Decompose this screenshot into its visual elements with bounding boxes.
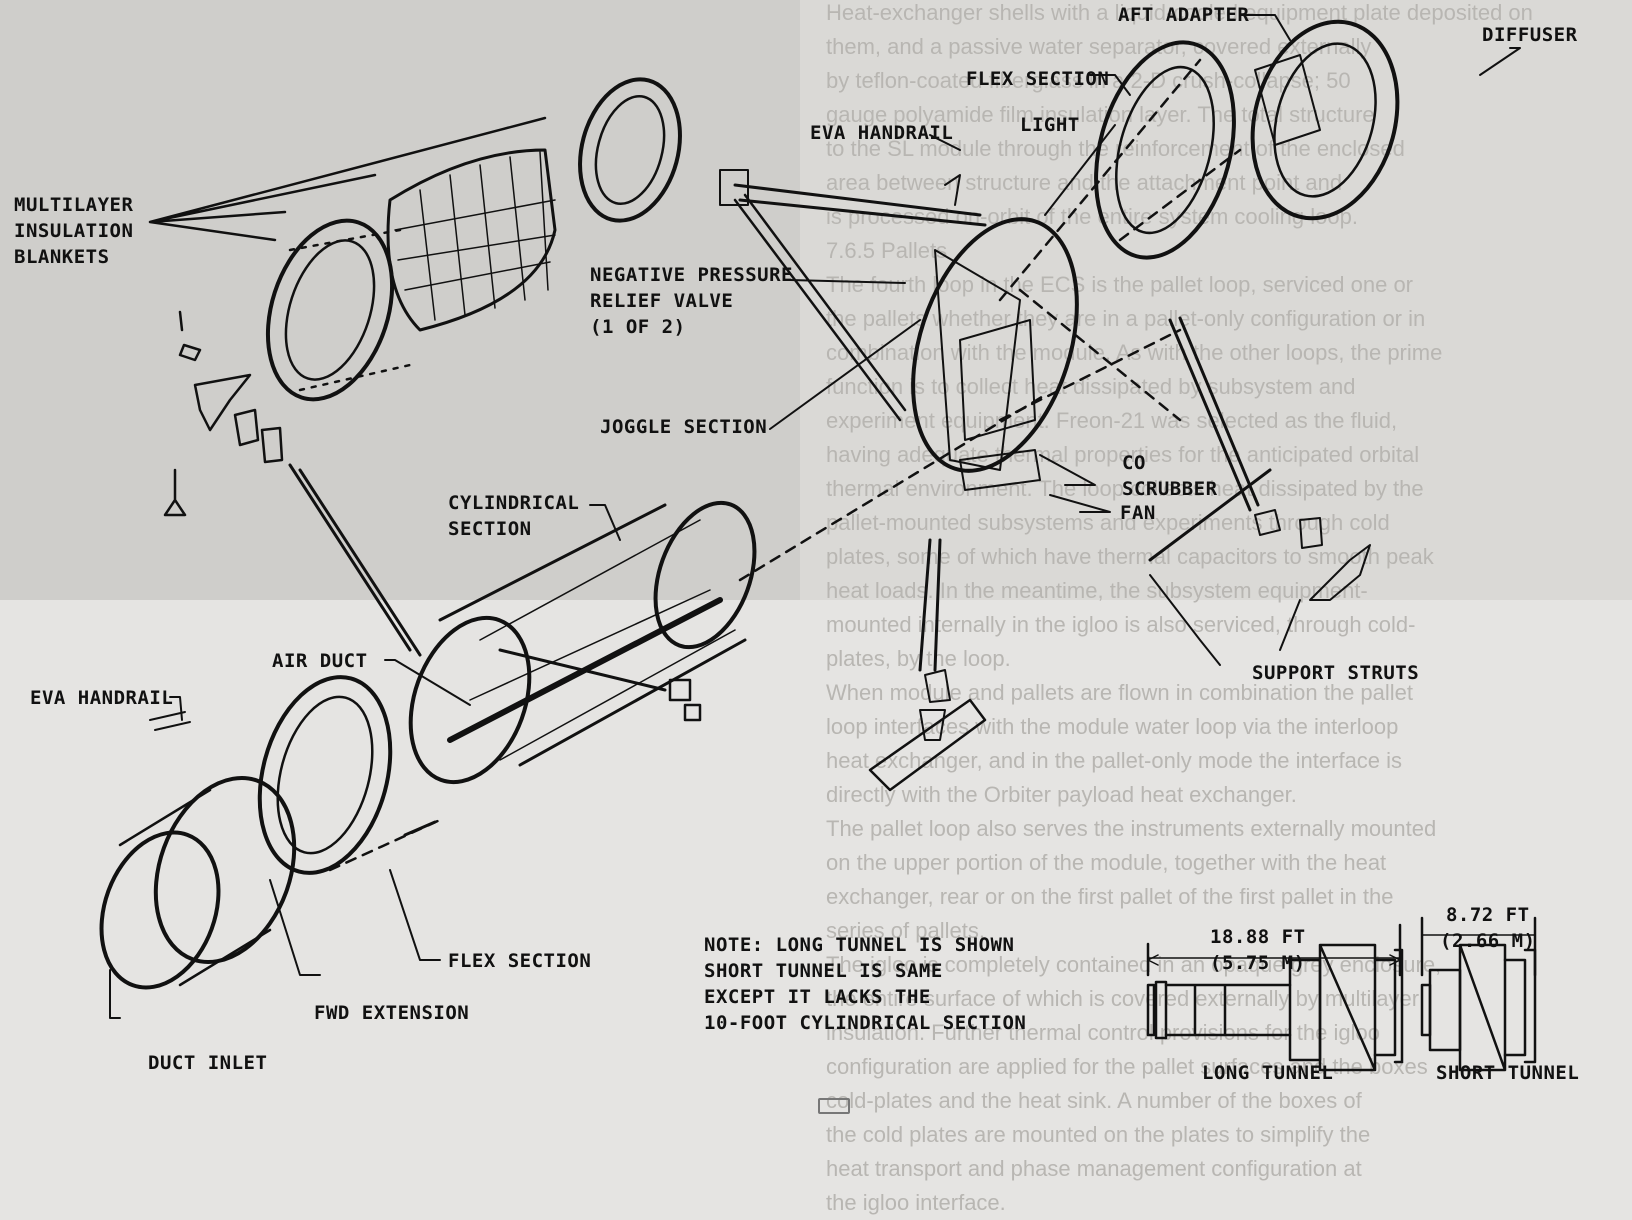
background-text-line: heat loads. In the meantime, the subsyst… bbox=[826, 578, 1368, 603]
background-text-line: directly with the Orbiter payload heat e… bbox=[826, 782, 1297, 807]
label-long-tunnel-dimension: 18.88 FT (5.75 M) bbox=[1210, 926, 1306, 974]
label-aft-adapter: AFT ADAPTER bbox=[1118, 4, 1250, 26]
label-support-struts: SUPPORT STRUTS bbox=[1252, 662, 1420, 684]
background-text-line: cold-plates and the heat sink. A number … bbox=[826, 1088, 1362, 1113]
background-text-line: heat exchanger, and in the pallet-only m… bbox=[826, 748, 1403, 773]
support-struts bbox=[868, 316, 1371, 792]
label-negative-pressure-relief-valve: NEGATIVE PRESSURE RELIEF VALVE (1 OF 2) bbox=[590, 264, 793, 338]
background-text-line: loop interfaces with the module water lo… bbox=[826, 714, 1399, 739]
background-text-line: them, and a passive water separator, cov… bbox=[826, 34, 1372, 59]
label-long-tunnel: LONG TUNNEL bbox=[1202, 1062, 1334, 1084]
label-fwd-extension: FWD EXTENSION bbox=[314, 1002, 470, 1024]
background-text-line: on the upper portion of the module, toge… bbox=[826, 850, 1387, 875]
background-text-line: is processed on-orbit of the entire syst… bbox=[826, 204, 1358, 229]
label-cylindrical-section: CYLINDRICAL SECTION bbox=[448, 492, 580, 540]
label-short-tunnel: SHORT TUNNEL bbox=[1436, 1062, 1580, 1084]
label-flex-section-bottom: FLEX SECTION bbox=[448, 950, 592, 972]
note-text: NOTE: LONG TUNNEL IS SHOWN SHORT TUNNEL … bbox=[704, 934, 1027, 1034]
label-joggle-section: JOGGLE SECTION bbox=[600, 416, 768, 438]
page-marker bbox=[818, 1098, 850, 1114]
label-eva-handrail-left: EVA HANDRAIL bbox=[30, 687, 174, 709]
joggle-section-assembly bbox=[719, 169, 1079, 491]
background-text-line: the entire surface of which is covered e… bbox=[826, 986, 1420, 1011]
background-text-line: configuration are applied for the pallet… bbox=[826, 1054, 1428, 1079]
background-text-line: The pallet loop also serves the instrume… bbox=[826, 816, 1437, 841]
tunnel-exploded-diagram bbox=[99, 14, 1537, 1072]
bottom-left-assembly bbox=[99, 675, 437, 990]
background-text-line: The igloo is completely contained in an … bbox=[826, 952, 1442, 977]
label-air-duct: AIR DUCT bbox=[272, 650, 368, 672]
background-text-line: the igloo interface. bbox=[826, 1190, 1006, 1215]
cylindrical-section bbox=[288, 463, 757, 785]
background-text-line: pallet-mounted subsystems and experiment… bbox=[826, 510, 1390, 535]
label-multilayer-insulation: MULTILAYER INSULATION BLANKETS bbox=[14, 194, 134, 268]
label-flex-section-top: FLEX SECTION bbox=[966, 68, 1110, 90]
label-diffuser: DIFFUSER bbox=[1482, 24, 1578, 46]
label-short-tunnel-dimension: 8.72 FT (2.66 M) bbox=[1440, 904, 1536, 952]
background-text-line: mounted internally in the igloo is also … bbox=[826, 612, 1416, 637]
background-text-line: plates, by the loop. bbox=[826, 646, 1011, 671]
background-text-line: heat transport and phase management conf… bbox=[826, 1156, 1362, 1181]
background-text-line: the pallets whether they are in a pallet… bbox=[826, 306, 1426, 331]
background-text-line: having adequate thermal properties for t… bbox=[826, 442, 1420, 467]
background-text-line: by teflon-coated fiberglass in a 2-D cru… bbox=[826, 68, 1351, 93]
background-text-line: to the SL module through the reinforceme… bbox=[826, 136, 1405, 161]
background-text-line: the cold plates are mounted on the plate… bbox=[826, 1122, 1371, 1147]
background-text-line: experiment equipment. Freon-21 was selec… bbox=[826, 408, 1398, 433]
aft-adapter-flex-diffuser bbox=[1094, 19, 1400, 260]
label-eva-handrail-top: EVA HANDRAIL bbox=[810, 122, 954, 144]
background-text-line: Heat-exchanger shells with a liquid-cool… bbox=[826, 0, 1533, 25]
handrail-mount-parts bbox=[163, 310, 284, 517]
label-duct-inlet: DUCT INLET bbox=[148, 1052, 268, 1074]
label-fan: FAN bbox=[1120, 502, 1156, 524]
tunnel-schematics bbox=[1146, 916, 1537, 1072]
background-text-line: exchanger, rear or on the first pallet o… bbox=[826, 884, 1394, 909]
background-text-line: insulation. Further thermal control prov… bbox=[826, 1020, 1380, 1045]
alignment-lines bbox=[328, 58, 1242, 872]
label-co-scrubber: CO SCRUBBER bbox=[1122, 452, 1218, 500]
leader-lines bbox=[109, 14, 1521, 1019]
label-light: LIGHT bbox=[1020, 114, 1080, 136]
background-text-line: series of pallets. bbox=[826, 918, 985, 943]
multilayer-insulation-blankets bbox=[148, 77, 682, 402]
